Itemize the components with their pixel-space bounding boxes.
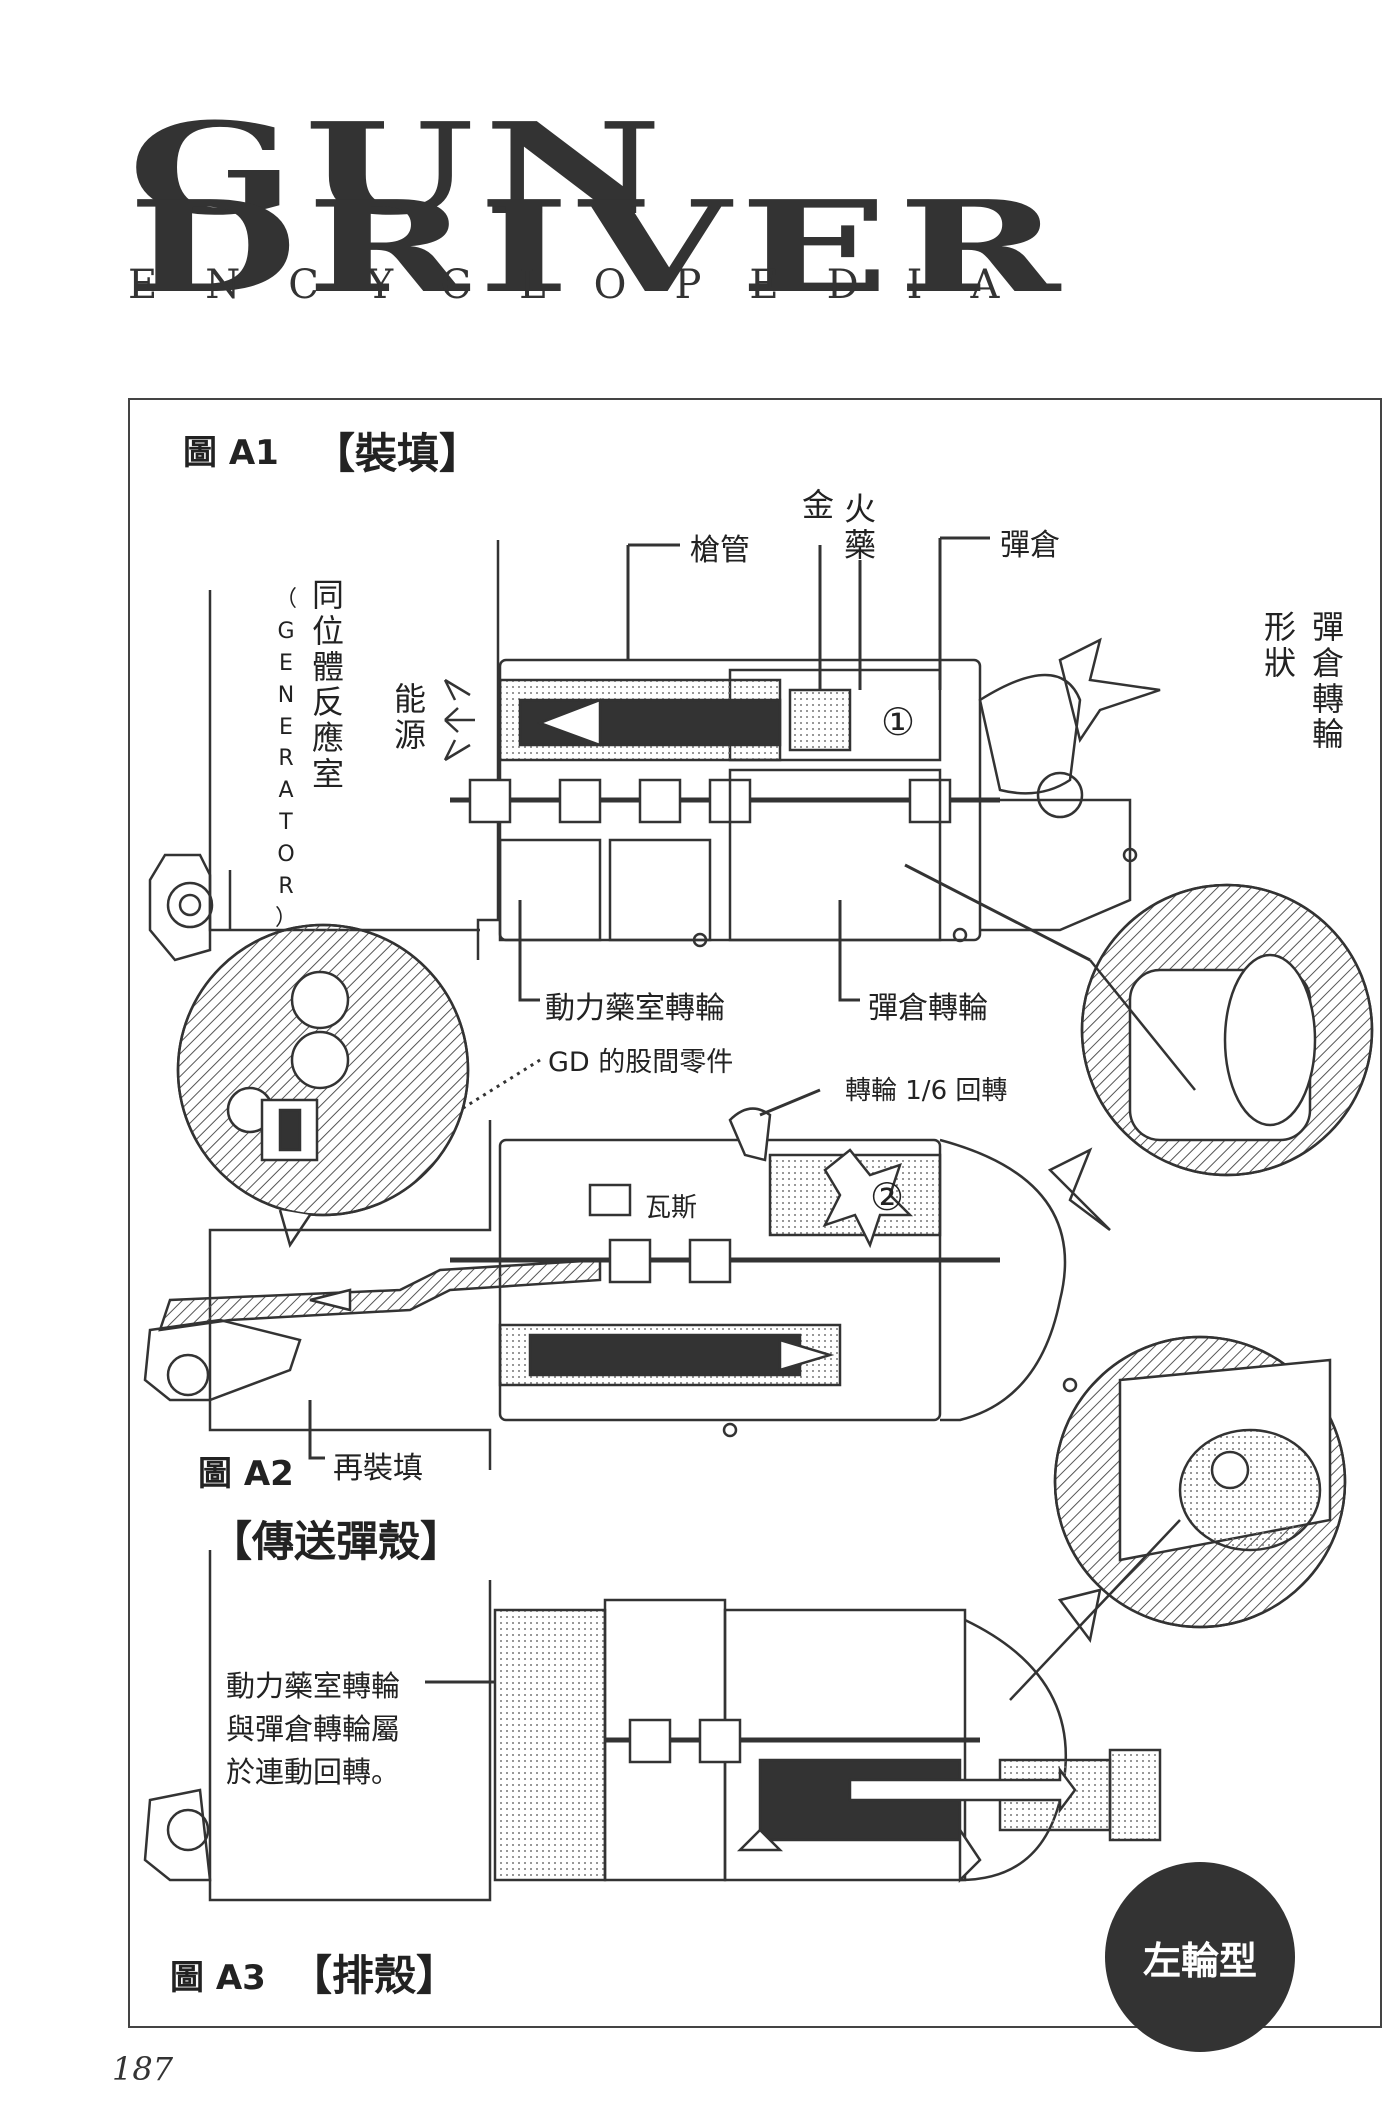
marker-2: ② [870, 1175, 905, 1219]
label-gas: 瓦斯 [645, 1193, 698, 1223]
page-number: 187 [112, 2050, 174, 2088]
figure-a1-title: 【裝填】 [313, 429, 482, 478]
label-powder: 火藥 [843, 490, 876, 564]
label-reload: 再裝填 [333, 1451, 423, 1486]
label-cylinder-shape-b: 形狀 [1263, 608, 1296, 682]
revolver-type-badge: 左輪型 [1105, 1862, 1295, 2052]
label-rotation: 轉輪 1/6 回轉 [845, 1076, 1008, 1106]
leader-lines [308, 536, 1091, 1684]
figure-a2-drawing [143, 1107, 1111, 1470]
figure-a3-number: 圖 A3 [170, 1958, 266, 1998]
label-power-cylinder: 動力藥室轉輪 [545, 991, 725, 1026]
label-metal: 金 [801, 486, 834, 524]
label-gd-part: GD 的股間零件 [548, 1047, 734, 1078]
figure-a1-drawing [148, 540, 1161, 962]
note-line-3: 於連動回轉。 [226, 1755, 401, 1789]
label-reactor-chamber: 同位體反應室 [311, 576, 344, 794]
figure-a2-title: 【傳送彈殼】 [210, 1517, 463, 1566]
detail-circle-gd-part [176, 923, 470, 1248]
detail-circle-cylinder [1080, 883, 1374, 1177]
note-line-2: 與彈倉轉輪屬 [226, 1712, 401, 1746]
logo-subtitle: ENCYCLOPEDIA [128, 262, 1048, 308]
figure-a2-number: 圖 A2 [198, 1454, 294, 1494]
figure-a3-drawing [143, 1550, 1162, 1902]
diagram-frame [128, 398, 1382, 2028]
label-barrel: 槍管 [690, 533, 750, 568]
figure-a3-title: 【排殼】 [290, 1951, 459, 2000]
marker-1: ① [881, 700, 916, 744]
detail-circle-ejector [1009, 1335, 1347, 1701]
label-cylinder-shape-a: 彈倉轉輪 [1311, 608, 1344, 754]
label-magazine-cylinder: 彈倉轉輪 [868, 991, 988, 1026]
figure-a1-number: 圖 A1 [183, 433, 279, 473]
label-magazine: 彈倉 [1000, 528, 1060, 563]
note-line-1: 動力藥室轉輪 [226, 1669, 401, 1703]
label-energy: 能源 [393, 680, 426, 754]
